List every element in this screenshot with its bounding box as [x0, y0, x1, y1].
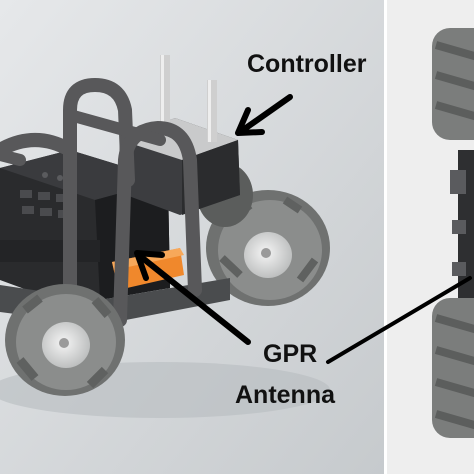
controller-antenna-right — [207, 80, 217, 142]
arrow-gpr-antenna — [134, 250, 251, 345]
arrow-controller — [235, 94, 293, 136]
pointer-line-right — [326, 276, 472, 364]
top-view-wheel-bottom — [432, 298, 474, 438]
label-antenna: Antenna — [235, 381, 335, 409]
label-gpr: GPR — [263, 340, 318, 368]
controller-antenna-left — [160, 55, 170, 135]
label-controller: Controller — [247, 50, 367, 78]
roll-cage — [0, 78, 202, 327]
panel-divider — [384, 0, 387, 474]
top-view-chassis — [432, 28, 474, 438]
wheel-front-left — [5, 284, 125, 396]
